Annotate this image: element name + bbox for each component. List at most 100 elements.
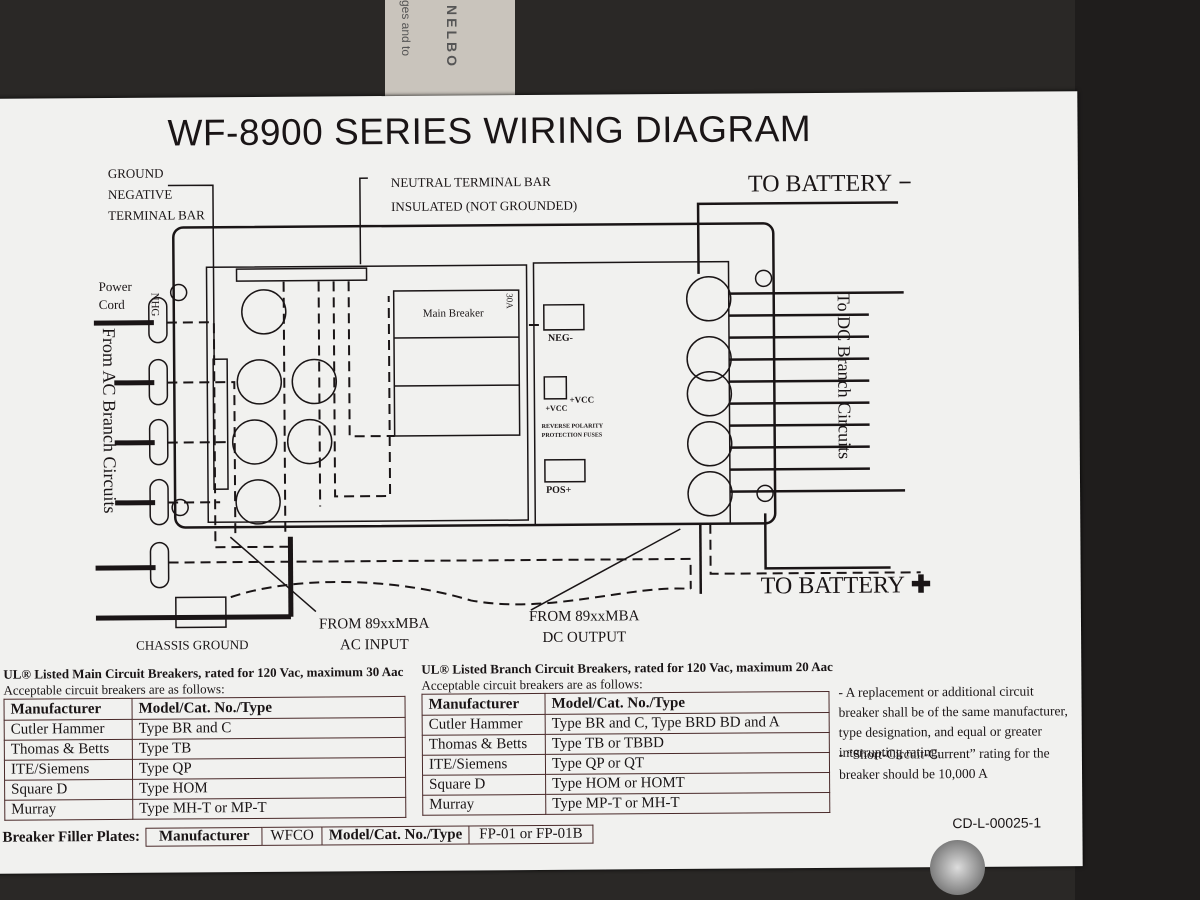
vcc-terminal <box>543 376 568 400</box>
cell: Square D <box>422 774 546 796</box>
label-line: FROM 89xxMBA <box>318 615 430 633</box>
neg-terminal <box>543 303 585 331</box>
label-line: PROTECTION FUSES <box>541 432 603 439</box>
to-battery-negative-label: TO BATTERY − <box>747 170 912 198</box>
column-header: Manufacturer <box>421 693 546 716</box>
filler-manufacturer: WFCO <box>262 826 323 846</box>
filler-manufacturer-label: Manufacturer <box>145 826 263 847</box>
breaker-circles <box>169 269 774 525</box>
nhg-label: NHG <box>148 292 161 317</box>
column-header: Model/Cat. No./Type <box>544 691 830 715</box>
cell: ITE/Siemens <box>4 759 133 781</box>
dc-output-label: FROM 89xxMBA DC OUTPUT <box>529 606 640 649</box>
leader-lines <box>167 177 681 613</box>
cell: Type QP <box>132 757 406 780</box>
neutral-bar <box>235 267 368 282</box>
dc-section <box>532 260 732 526</box>
internal-wiring <box>166 281 921 606</box>
cell: ITE/Siemens <box>422 754 546 776</box>
main-breakers-heading: UL® Listed Main Circuit Breakers, rated … <box>3 663 404 682</box>
to-dc-branch-label: To DC Branch Circuits <box>833 292 855 460</box>
cell: Type BR and C, Type BRD BD and A <box>545 712 830 735</box>
column-header: Manufacturer <box>3 698 133 721</box>
cell: Type HOM or HOMT <box>545 772 830 795</box>
30a-label: 30A <box>504 293 515 309</box>
wiring-schematic <box>93 177 921 629</box>
main-breaker-label: Main Breaker <box>422 307 484 320</box>
label-line: FROM 89xxMBA <box>528 608 640 626</box>
column-header: Model/Cat. No./Type <box>131 696 406 720</box>
filler-plates-label: Breaker Filler Plates: <box>2 828 140 846</box>
main-breakers-section: UL® Listed Main Circuit Breakers, rated … <box>3 664 406 821</box>
label-line: GROUND <box>107 165 164 181</box>
branch-breakers-section: UL® Listed Branch Circuit Breakers, rate… <box>421 659 834 816</box>
label-text: TO BATTERY <box>760 572 906 600</box>
sticker-text: NELBO <box>444 5 460 69</box>
cell: Type MP-T or MH-T <box>545 792 830 815</box>
dc-branch-lines <box>728 291 906 493</box>
enclosure-outline <box>172 222 777 529</box>
label-line: REVERSE POLARITY <box>541 423 604 430</box>
label-line: AC INPUT <box>339 636 409 654</box>
cell: Type TB <box>132 737 406 760</box>
vcc-label: +VCC <box>569 394 595 405</box>
label-line: INSULATED (NOT GROUNDED) <box>391 197 578 214</box>
background-sticker: ges and to NELBO <box>385 0 515 100</box>
wiring-diagram-label: WF-8900 SERIES WIRING DIAGRAM <box>0 91 1083 874</box>
filler-model-label: Model/Cat. No./Type <box>322 825 470 846</box>
cell: Cutler Hammer <box>4 719 133 741</box>
cell: Murray <box>422 794 546 816</box>
cell: Square D <box>4 779 133 801</box>
power-cord-label: Power Cord <box>99 278 132 314</box>
label-line: DC OUTPUT <box>542 629 627 646</box>
cell: Thomas & Betts <box>422 734 546 756</box>
ac-section <box>205 264 530 524</box>
document-code: CD-L-00025-1 <box>952 814 1042 832</box>
cell: Type HOM <box>132 777 406 800</box>
label-line: Power <box>98 278 132 295</box>
chassis-ground-block <box>175 596 227 629</box>
ground-bar-label: GROUND NEGATIVE TERMINAL BAR <box>108 162 205 226</box>
cell: Cutler Hammer <box>422 714 546 736</box>
cell: Type MH-T or MP-T <box>132 797 406 820</box>
ac-input-label: FROM 89xxMBA AC INPUT <box>319 614 430 657</box>
sticker-text: ges and to <box>399 0 413 57</box>
chassis-ground-label: CHASSIS GROUND <box>136 637 249 653</box>
pos-terminal <box>544 458 586 483</box>
cell: Murray <box>4 799 133 821</box>
label-line: Cord <box>98 296 125 313</box>
cell: Type QP or QT <box>545 752 830 775</box>
pos-label: POS+ <box>546 484 572 496</box>
label-text: TO BATTERY <box>747 170 893 198</box>
short-circuit-note: - “Short-Circuit-Current” rating for the… <box>838 745 1050 782</box>
branch-breakers-heading: UL® Listed Branch Circuit Breakers, rate… <box>421 658 833 677</box>
label-line: TERMINAL BAR <box>108 207 205 223</box>
battery-wires <box>696 201 899 594</box>
reverse-polarity-label: REVERSE POLARITY PROTECTION FUSES <box>542 423 604 441</box>
neg-label: NEG- <box>547 332 574 344</box>
label-line: NEUTRAL TERMINAL BAR <box>390 173 551 190</box>
cell: Type TB or TBBD <box>545 732 830 755</box>
mounting-screw <box>930 840 985 895</box>
ac-branch-lines <box>93 320 294 621</box>
cell: Type BR and C <box>132 717 406 740</box>
from-ac-branch-label: From AC Branch Circuits <box>98 327 121 514</box>
vcc-label-2: +VCC <box>545 403 568 413</box>
neutral-bar-label: NEUTRAL TERMINAL BAR INSULATED (NOT GROU… <box>391 170 577 219</box>
filler-plates-row: Breaker Filler Plates: Manufacturer WFCO… <box>2 824 594 848</box>
cell: Thomas & Betts <box>4 739 133 761</box>
main-breaker-block <box>392 289 521 437</box>
